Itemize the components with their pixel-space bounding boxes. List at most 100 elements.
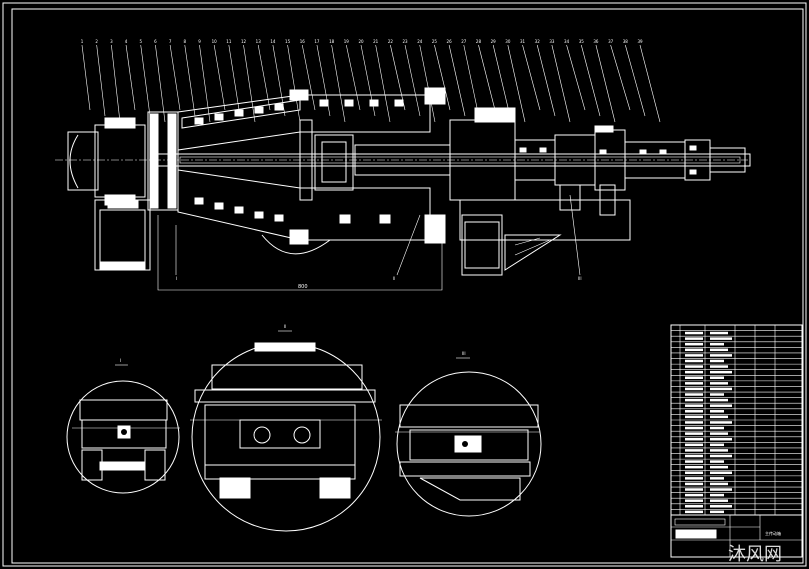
table-cell-text — [685, 331, 703, 335]
leader-line — [463, 44, 481, 123]
table-cell-text — [685, 342, 703, 346]
balloon-28: 28 — [476, 39, 482, 44]
leader-line — [331, 44, 346, 123]
table-cell-text — [685, 437, 703, 441]
balloon-39: 39 — [637, 39, 643, 44]
table-cell-text — [685, 488, 703, 491]
table-cell-text — [685, 376, 703, 379]
leader-line — [155, 44, 166, 123]
detail-view-3: III — [395, 351, 542, 517]
balloon-17: 17 — [314, 39, 320, 44]
balloon-35: 35 — [579, 39, 585, 44]
leader-line — [360, 44, 376, 117]
leader-line — [625, 44, 646, 117]
balloon-27: 27 — [461, 39, 467, 44]
leader-line — [228, 44, 241, 117]
balloon-15: 15 — [285, 39, 291, 44]
leader-line — [125, 44, 136, 111]
table-cell-text — [710, 376, 724, 379]
balloon-20: 20 — [358, 39, 364, 44]
balloon-32: 32 — [535, 39, 541, 44]
table-cell-text — [710, 331, 728, 335]
table-cell-text — [685, 505, 703, 508]
leader-line — [213, 44, 226, 111]
balloon-11: 11 — [226, 39, 232, 44]
table-cell-text — [710, 454, 732, 458]
balloon-29: 29 — [491, 39, 497, 44]
svg-text:III: III — [462, 351, 466, 356]
leader-line — [595, 44, 616, 123]
balloon-24: 24 — [417, 39, 423, 44]
table-cell-text — [685, 393, 703, 396]
table-cell-text — [710, 337, 732, 340]
balloon-18: 18 — [329, 39, 335, 44]
balloon-22: 22 — [388, 39, 394, 44]
table-cell-text — [685, 477, 703, 480]
leader-line — [404, 44, 421, 117]
balloon-37: 37 — [608, 39, 614, 44]
leader-line — [316, 44, 331, 117]
table-cell-text — [685, 421, 703, 424]
leader-line — [551, 44, 571, 123]
balloon-26: 26 — [447, 39, 453, 44]
balloon-10: 10 — [212, 39, 218, 44]
table-cell-text — [710, 493, 724, 497]
watermark: 沐风网 — [728, 544, 782, 565]
table-cell-text — [710, 477, 724, 480]
table-cell-text — [685, 382, 703, 385]
balloon-23: 23 — [403, 39, 409, 44]
leader-line — [301, 44, 316, 111]
table-cell-text — [710, 359, 724, 363]
table-cell-text — [710, 348, 728, 352]
table-cell-text — [710, 426, 724, 430]
inner-border — [11, 8, 804, 564]
table-cell-text — [685, 493, 703, 497]
leader-line — [184, 44, 196, 117]
table-cell-text — [685, 499, 703, 502]
table-cell-text — [685, 454, 703, 458]
balloon-14: 14 — [270, 39, 276, 44]
leader-line — [96, 44, 106, 117]
balloon-31: 31 — [520, 39, 526, 44]
table-cell-text — [685, 359, 703, 363]
table-cell-text — [710, 465, 728, 469]
leader-line — [346, 44, 361, 111]
leader-line — [610, 44, 631, 111]
table-cell-text — [685, 449, 703, 452]
svg-text:I: I — [120, 358, 121, 363]
balloon-8: 8 — [184, 39, 187, 44]
table-cell-text — [710, 410, 724, 413]
balloon-36: 36 — [593, 39, 599, 44]
leader-line — [375, 44, 391, 123]
balloon-34: 34 — [564, 39, 570, 44]
table-cell-text — [710, 505, 732, 508]
title-block-name: 主传动箱 — [765, 530, 781, 536]
table-cell-text — [710, 499, 728, 502]
table-cell-text — [710, 382, 728, 385]
leader-line — [580, 44, 601, 117]
leader-line — [257, 44, 271, 111]
section-mark-1: I — [176, 276, 177, 281]
leader-line — [419, 44, 436, 123]
table-cell-text — [710, 488, 732, 491]
balloon-25: 25 — [432, 39, 438, 44]
leader-line — [492, 44, 511, 117]
balloon-21: 21 — [373, 39, 379, 44]
table-cell-text — [685, 370, 703, 374]
section-mark-2: II — [393, 276, 395, 281]
title-block: 主传动箱 — [670, 514, 803, 558]
leader-line — [478, 44, 496, 111]
table-cell-text — [710, 443, 724, 447]
table-cell-text — [710, 393, 724, 396]
section-mark-3: III — [578, 276, 582, 281]
table-cell-text — [685, 415, 703, 419]
table-cell-text — [710, 460, 724, 463]
parts-list-table — [670, 324, 803, 516]
table-cell-text — [710, 482, 728, 486]
table-cell-text — [710, 370, 732, 374]
table-cell-text — [710, 354, 732, 357]
balloon-9: 9 — [198, 39, 201, 44]
